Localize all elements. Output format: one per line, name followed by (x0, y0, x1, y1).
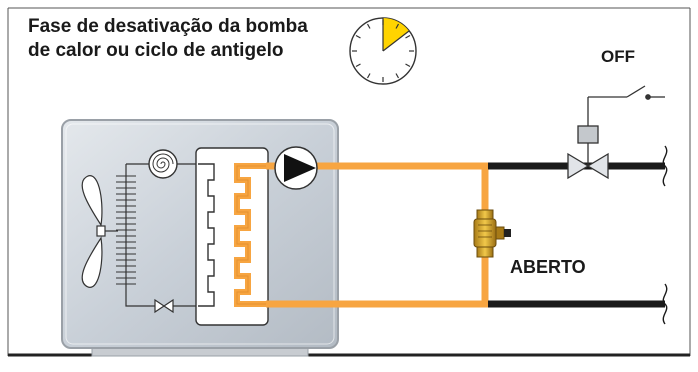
clock-icon (349, 17, 417, 85)
motorized-valve-icon (567, 97, 609, 180)
expansion-valve-icon (150, 298, 198, 314)
valve-state-label: ABERTO (510, 257, 586, 277)
title-line-1: Fase de desativação da bomba (28, 16, 308, 37)
compressor-icon (148, 149, 198, 179)
system-circuit (488, 162, 665, 308)
pipe-break-marks (662, 145, 668, 325)
fan-icon (81, 175, 118, 288)
switch-state-label: OFF (601, 47, 635, 66)
title-line-2: de calor ou ciclo de antigelo (28, 40, 284, 61)
pump-icon (274, 146, 318, 190)
bypass-valve-icon (473, 209, 511, 258)
switch-icon (588, 85, 665, 100)
evaporator-coil (116, 163, 150, 307)
heat-exchanger (195, 147, 269, 326)
